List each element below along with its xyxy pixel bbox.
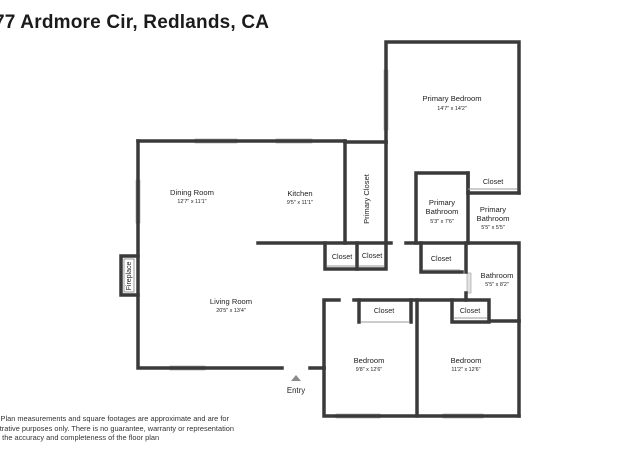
wall — [466, 241, 521, 323]
fireplace-label: Fireplace — [126, 262, 133, 291]
disclaimer-line: r Plan measurements and square footages … — [0, 414, 229, 423]
closet-label: Closet — [483, 177, 503, 186]
room-labels: Primary Bedroom 14'7" x 14'2" Dining Roo… — [126, 94, 513, 395]
disclaimer-line: strative purposes only. There is no guar… — [0, 423, 234, 433]
room-name: Dining Room — [170, 188, 214, 197]
primary-closet-label: Primary Closet — [362, 173, 371, 224]
room-dims: 11'2" x 12'6" — [451, 367, 480, 373]
window — [466, 272, 472, 294]
disclaimer-line: o the accuracy and completeness of the f… — [0, 433, 160, 443]
entry-label: Entry — [287, 386, 305, 395]
room-dims: 9'5" x 11'1" — [287, 200, 313, 206]
wall — [322, 298, 341, 370]
room-name: Kitchen — [287, 189, 312, 198]
room-name: Living Room — [210, 297, 252, 306]
page-title: 77 Ardmore Cir, Redlands, CA — [0, 12, 270, 33]
walls — [119, 40, 521, 418]
wall — [323, 241, 359, 271]
entry-arrow-icon — [291, 375, 301, 381]
wall — [136, 139, 284, 370]
room-dims: 5'5" x 5'5" — [481, 225, 505, 231]
room-dims: 5'3" x 7'6" — [430, 219, 454, 225]
wall — [450, 298, 491, 324]
fixtures — [123, 188, 517, 323]
room-name: Bedroom — [451, 356, 482, 365]
room-dims: 5'5" x 8'2" — [485, 282, 509, 288]
room-dims: 14'7" x 14'2" — [437, 106, 467, 112]
fireplace-hearth — [123, 258, 135, 293]
wall — [414, 171, 470, 245]
room-dims: 9'8" x 12'6" — [356, 367, 383, 373]
closet-label: Closet — [362, 251, 382, 260]
room-name: Bathroom — [481, 271, 514, 280]
wall — [322, 366, 521, 418]
wall — [419, 241, 464, 274]
wall — [355, 241, 388, 271]
room-name: Primary Bedroom — [422, 94, 481, 103]
closet-label: Closet — [460, 306, 480, 315]
fireplace-box — [119, 254, 140, 297]
wall — [464, 291, 521, 323]
closet-label: Closet — [431, 254, 451, 263]
disclaimer: r Plan measurements and square footages … — [0, 414, 236, 443]
closet-label: Closet — [332, 252, 352, 261]
closet-label: Closet — [374, 306, 394, 315]
wall — [384, 40, 521, 195]
room-name: Bedroom — [354, 356, 385, 365]
room-dims: 12'7" x 11'1" — [177, 199, 206, 205]
room-dims: 20'5" x 13'4" — [216, 308, 246, 314]
